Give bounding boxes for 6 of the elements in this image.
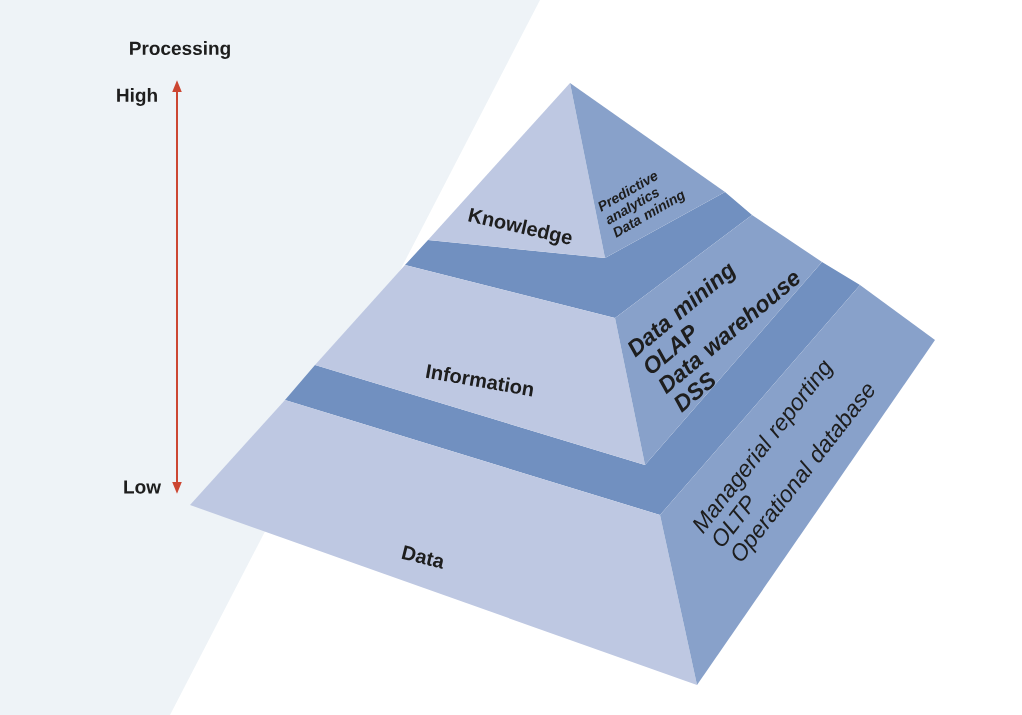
axis-label: Low xyxy=(124,480,162,494)
axis-title: Processing xyxy=(130,41,230,59)
pyramid-side-face xyxy=(570,83,725,258)
tier-label: Data xyxy=(401,545,443,569)
axis-label: High xyxy=(117,88,157,106)
tier-label: Information xyxy=(425,364,533,397)
